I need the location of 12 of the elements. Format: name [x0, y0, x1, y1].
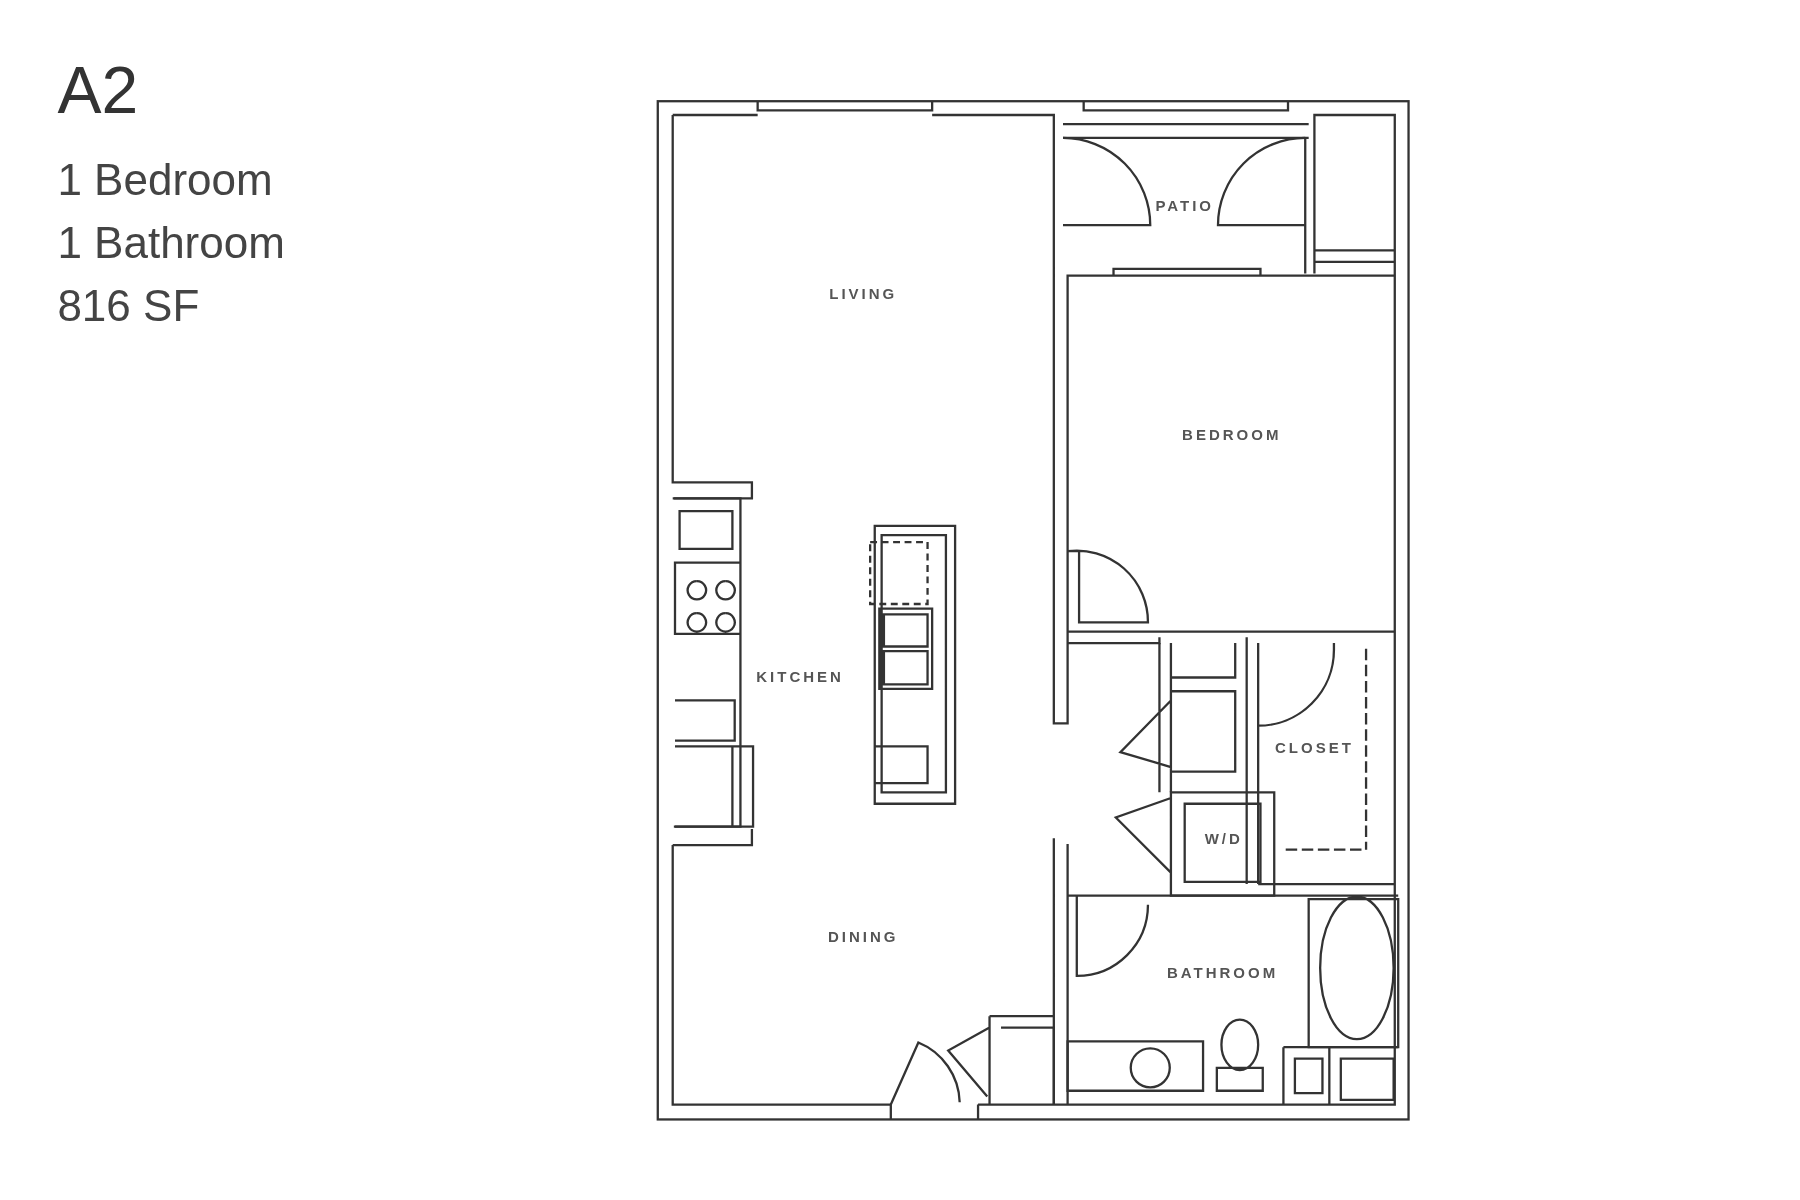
room-label: PATIO	[1155, 197, 1214, 214]
bath-count-text: 1 Bathroom	[57, 218, 285, 269]
plan-title: A2	[57, 51, 139, 128]
area-text: 816 SF	[57, 281, 200, 332]
room-label: KITCHEN	[756, 667, 844, 685]
room-label: LIVING	[829, 284, 898, 302]
room-label: CLOSET	[1275, 738, 1354, 756]
room-label: DINING	[828, 927, 899, 945]
room-label: BEDROOM	[1182, 425, 1282, 443]
room-type-text: 1 Bedroom	[57, 154, 273, 205]
room-label: BATHROOM	[1166, 963, 1279, 981]
appliance-label: W/D	[1204, 829, 1243, 847]
